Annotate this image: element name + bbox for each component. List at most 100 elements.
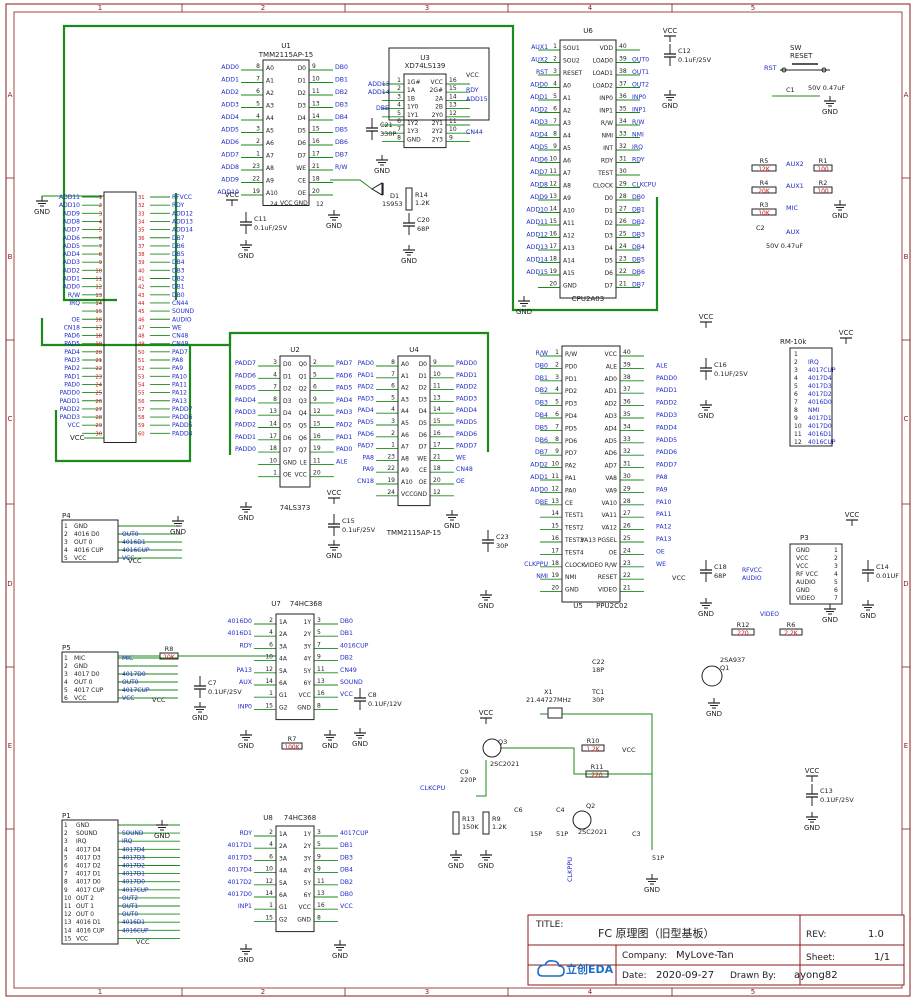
u1-sram-net: ADD2 (221, 89, 239, 96)
gnd-label: GND (352, 740, 368, 748)
c4-value: 51P (556, 830, 568, 838)
company-value: MyLove-Tan (676, 950, 734, 961)
u6-cpu-net: ADD4 (530, 132, 548, 139)
u4-vram-net: OE (456, 478, 465, 485)
u1-sram-pin-name: A1 (266, 78, 274, 85)
cart-net-left: PAD4 (64, 349, 80, 356)
u7-buffer-net: INP0 (238, 703, 252, 710)
u5-ppu-pin-number: 40 (623, 349, 631, 356)
cap-value: 68P (417, 225, 429, 233)
u4-vram-pin-name: A6 (401, 432, 409, 439)
u4-vram-pin-name: A2 (401, 385, 409, 392)
u5-ppu-pin-number: 5 (555, 399, 559, 406)
u5-ppu-pin-name: PA1 (565, 475, 576, 482)
p1-net: 4016CUP (122, 928, 149, 934)
p1-net: 4017D3 (122, 855, 145, 861)
u3-decoder-pin-number: 6 (397, 118, 401, 125)
u3-decoder-pin-number: 8 (397, 134, 401, 141)
u5-ppu-net: PA12 (656, 524, 672, 531)
cap-ref: C8 (368, 691, 377, 699)
u6-cpu-pin-name: A13 (563, 245, 575, 252)
u5-ppu-pin-name: AD3 (604, 413, 617, 420)
u4-vram-pin-name: D2 (419, 385, 428, 392)
u8-buffer-pin-number: 12 (265, 878, 273, 885)
u6-cpu-net: DB6 (632, 269, 645, 276)
u2-latch-net: PADD3 (235, 409, 256, 416)
u4-vram-net: PADD1 (456, 372, 477, 379)
u1-sram-net: ADD6 (221, 139, 239, 146)
p4-pin-number: 3 (64, 539, 68, 546)
gnd-label: GND (822, 616, 838, 624)
u8-buffer-pin-name: 4Y (304, 868, 312, 875)
cap-value: 0.1UF/25V (820, 796, 854, 804)
cart-pin-number: 25 (95, 391, 102, 397)
u2-latch-pin-number: 19 (313, 445, 321, 452)
u6-cpu-net: ADD8 (530, 182, 548, 189)
u7-buffer-pin-name: 4A (279, 656, 288, 663)
u2-latch-net: PADD5 (235, 385, 256, 392)
u2-latch-pin-number: 5 (313, 371, 317, 378)
res-value: 220 (737, 630, 749, 637)
u3-decoder-pin-number: 16 (449, 77, 457, 84)
u5-ppu-pin-number: 24 (623, 547, 631, 554)
gnd-label: GND (34, 208, 50, 216)
cart-pin-number: 60 (138, 431, 145, 437)
u6-cpu-net: DB5 (632, 257, 645, 264)
cart-pin-number: 41 (138, 277, 145, 283)
u8-buffer-pin-number: 11 (317, 878, 325, 885)
u1-sram-pin-name: CE (298, 178, 306, 185)
u6-cpu-pin-number: 30 (619, 168, 627, 175)
u4-vram-pin-number: 14 (433, 406, 441, 413)
u5-ppu-pin-name: AD5 (604, 438, 617, 445)
u8-buffer-pin-name: 6A (279, 892, 288, 899)
u6-cpu-pin-number: 5 (553, 93, 557, 100)
u5-ppu-pin-number: 15 (551, 523, 559, 530)
resistor (731, 628, 755, 636)
p1-pin-name: VCC (76, 936, 88, 942)
u5-ppu-pin-number: 11 (551, 473, 559, 480)
u5-ppu-pin-name: PD5 (565, 425, 577, 432)
u2-latch-pin-number: 7 (273, 384, 277, 391)
u1-sram-pin-number: 6 (256, 88, 260, 95)
p5-pin-number: 6 (64, 695, 68, 702)
u3-decoder-pin-number: 12 (449, 110, 457, 117)
u6-cpu-pin-name: A1 (563, 95, 571, 102)
u3-decoder-pin-name: 1A (407, 87, 416, 94)
rst-net: RST (764, 64, 777, 72)
res-ref: R12 (737, 621, 750, 629)
u4-vram-net: PADD6 (456, 431, 477, 438)
u5-ppu-pin-number: 13 (551, 498, 559, 505)
u7-buffer-pin-name: G2 (279, 704, 288, 711)
cap-value: 330P (380, 130, 396, 138)
p1-net: 4017D1 (122, 872, 145, 878)
rm-net: IRQ (808, 359, 819, 366)
u6-cpu-pin-number: 34 (619, 118, 627, 125)
u2-latch-pin-number: 2 (313, 359, 317, 366)
resistor (585, 770, 609, 778)
u1-sram-net: DB4 (335, 114, 348, 121)
u8-buffer-pin-name: 1Y (304, 831, 312, 838)
u4-vram-pin-number: 22 (387, 465, 395, 472)
u5-ppu-pin-number: 1 (555, 349, 559, 356)
u5-ppu-pin-number: 4 (555, 386, 559, 393)
cap-value: 0.1uF/25V (678, 56, 712, 64)
u2-latch-net: PAD7 (336, 360, 352, 367)
u6-cpu-pin-number: 29 (619, 181, 627, 188)
u6-cpu-net: R/W (632, 119, 645, 126)
u6-cpu-pin-name: A14 (563, 258, 575, 265)
p5-pin-name: MIC (74, 655, 85, 662)
u4-vram-pin-name: D7 (419, 444, 428, 451)
u5-ppu-pin-name: TEST4 (564, 549, 584, 556)
u6-cpu-net: OUT2 (632, 82, 649, 89)
u1-sram-pin-name: A3 (266, 103, 274, 110)
cart-net-right: DB1 (172, 284, 185, 291)
u6-cpu-pin-number: 20 (549, 281, 557, 288)
cart-net-right: PA9 (172, 365, 183, 372)
u1-sram-net: ADD0 (221, 64, 239, 71)
u4-vram-net: PA8 (362, 454, 374, 461)
cart-pin-number: 50 (138, 350, 145, 356)
u7-buffer-pin-name: 2A (279, 631, 288, 638)
p3-net: AUDIO (742, 575, 762, 582)
u6-cpu-net: ADD11 (526, 219, 548, 226)
